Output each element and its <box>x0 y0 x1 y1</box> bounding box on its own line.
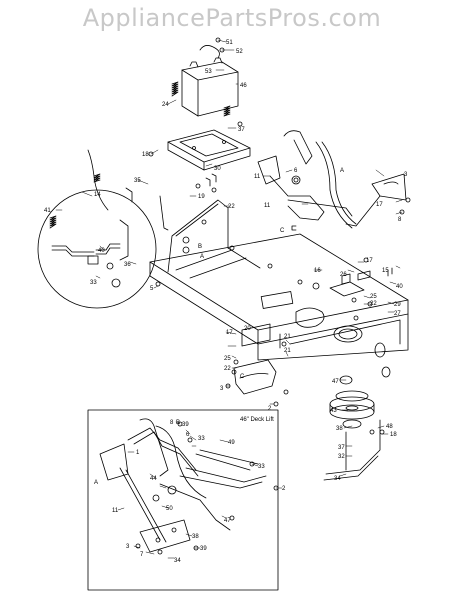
callout-2: 2 <box>268 406 272 412</box>
callout-47-b: 47 <box>224 518 231 524</box>
callout-22: 22 <box>228 204 235 210</box>
callout-48: 48 <box>386 424 393 430</box>
callout-21: 21 <box>284 334 291 340</box>
callout-8-b: 8 <box>170 420 174 426</box>
callout-51: 51 <box>226 40 233 46</box>
watermark: AppliancePartsPros.com <box>82 4 382 32</box>
callout-18: 18 <box>142 152 149 158</box>
callout-14: 14 <box>94 192 101 198</box>
callout-35: 35 <box>134 178 141 184</box>
callout-43: 43 <box>330 408 337 414</box>
leader-lines <box>55 39 403 477</box>
callout-6: 6 <box>294 168 298 174</box>
callout-15: 15 <box>382 268 389 274</box>
callout-11-b: 11 <box>264 203 271 209</box>
callout-b-b: B <box>176 420 180 426</box>
battery-hold-down-springs <box>171 81 231 117</box>
callout-20: 20 <box>244 326 251 332</box>
callout-numbers: 51 52 53 46 24 37 18 30 11 6 11 3 17 8 1… <box>44 40 408 564</box>
inset-title: 46" Deck Lift <box>240 417 274 423</box>
callout-29: 29 <box>394 302 401 308</box>
callout-21-b: 21 <box>284 348 291 354</box>
callout-50: 50 <box>166 506 173 512</box>
callout-32: 32 <box>338 454 345 460</box>
callout-34-b: 34 <box>174 558 181 564</box>
callout-38: 38 <box>336 426 343 432</box>
callout-38-b: 38 <box>192 534 199 540</box>
callout-b: B <box>198 244 202 250</box>
callout-25-b: 25 <box>224 356 231 362</box>
callout-37: 37 <box>238 127 245 133</box>
callout-22-c: 22 <box>224 366 231 372</box>
callout-30: 30 <box>214 166 221 172</box>
callout-3-c: 3 <box>126 544 130 550</box>
lift-spring <box>49 149 109 229</box>
callout-6-b: 6 <box>186 432 190 438</box>
pulley-assembly <box>323 375 381 481</box>
callout-11-c: 11 <box>112 508 119 514</box>
callout-44: 44 <box>150 476 157 482</box>
battery <box>181 45 239 117</box>
callout-37-b: 37 <box>338 445 345 451</box>
inset-leader-lines <box>117 421 283 559</box>
callout-27: 27 <box>394 311 401 317</box>
deck-lift-inset <box>87 409 279 591</box>
callout-46: 46 <box>240 83 247 89</box>
callout-16: 16 <box>314 268 321 274</box>
callout-47: 47 <box>332 379 339 385</box>
callout-36: 36 <box>124 262 131 268</box>
battery-tray <box>167 129 251 171</box>
lower-brackets <box>233 323 277 395</box>
callout-19: 19 <box>198 194 205 200</box>
callout-3: 3 <box>404 172 408 178</box>
callout-3-b: 3 <box>220 386 224 392</box>
callout-a: A <box>200 254 204 260</box>
callout-8: 8 <box>398 217 402 223</box>
lift-handle-assembly <box>257 130 407 229</box>
callout-22-b: 22 <box>370 301 377 307</box>
callout-c: C <box>280 228 285 234</box>
callout-33-b: 33 <box>198 436 205 442</box>
callout-2-b: 2 <box>282 486 286 492</box>
callout-1: 1 <box>136 450 140 456</box>
callout-49: 49 <box>228 440 235 446</box>
callout-53: 53 <box>205 69 212 75</box>
callout-39: 39 <box>182 422 189 428</box>
callout-18-b: 18 <box>390 432 397 438</box>
callout-33: 33 <box>90 280 97 286</box>
callout-17-b: 17 <box>366 258 373 264</box>
detail-circle <box>37 189 157 309</box>
callout-26: 26 <box>340 272 347 278</box>
callout-34: 34 <box>334 476 341 482</box>
callout-c-b: C <box>240 374 245 380</box>
callout-40-b: 40 <box>396 284 403 290</box>
callout-24: 24 <box>162 102 169 108</box>
callout-11: 11 <box>254 174 261 180</box>
callout-40: 40 <box>98 248 105 254</box>
callout-5: 5 <box>150 286 154 292</box>
main-frame <box>149 199 409 378</box>
hardware <box>125 37 411 555</box>
callout-a-b: A <box>94 480 98 486</box>
callout-7: 7 <box>140 552 144 558</box>
callout-52: 52 <box>236 49 243 55</box>
callout-17-c: 17 <box>226 330 233 336</box>
callout-25: 25 <box>370 294 377 300</box>
callout-17: 17 <box>376 202 383 208</box>
callout-33-c: 33 <box>258 464 265 470</box>
callout-39-b: 39 <box>200 546 207 552</box>
callout-a-c: A <box>340 168 344 174</box>
callout-41: 41 <box>44 208 51 214</box>
